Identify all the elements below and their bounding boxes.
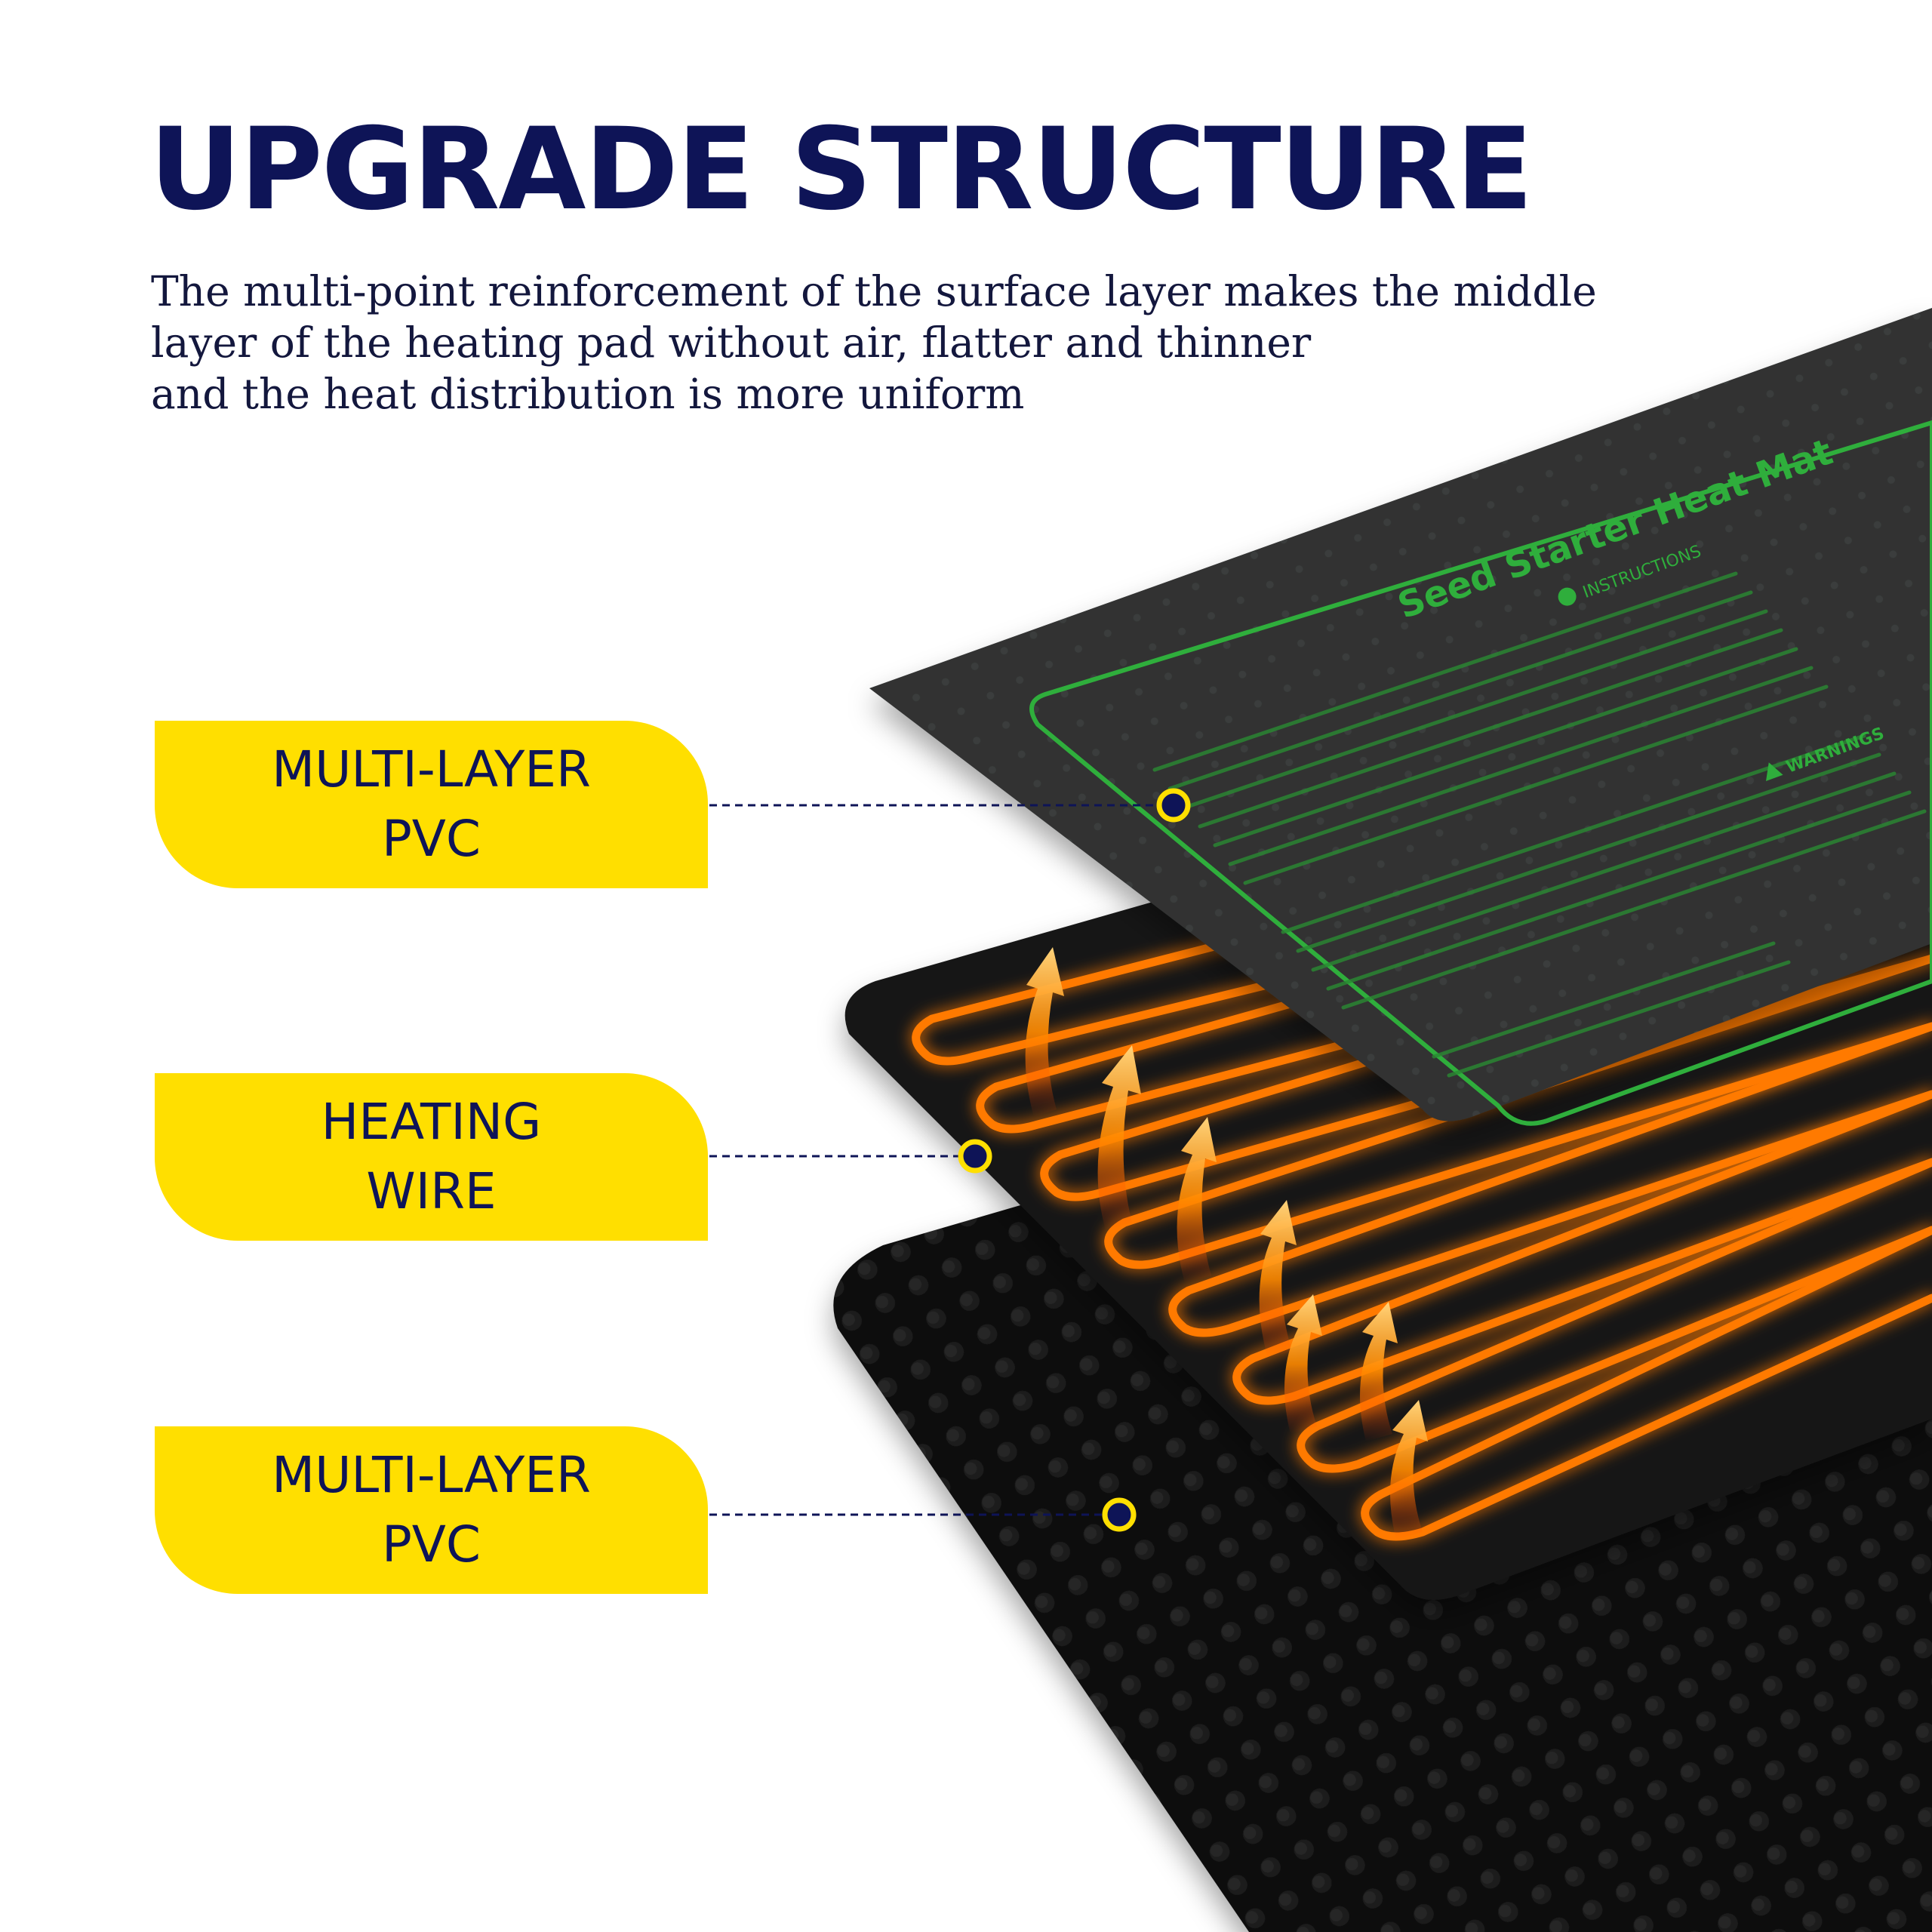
label-line: HEATING: [321, 1093, 542, 1151]
description-line: The multi-point reinforcement of the sur…: [151, 267, 1597, 315]
label-bottom-pvc: MULTI-LAYER PVC: [155, 1426, 708, 1594]
description-line: and the heat distribution is more unifor…: [151, 370, 1025, 418]
description-line: layer of the heating pad without air, fl…: [151, 318, 1312, 367]
label-line: WIRE: [366, 1162, 497, 1220]
label-line: PVC: [381, 810, 481, 868]
book-icon: [1558, 587, 1577, 606]
label-line: PVC: [381, 1515, 481, 1574]
callout-connectors: [709, 788, 1191, 1532]
label-line: MULTI-LAYER: [272, 740, 591, 798]
instruction-text-lines: [1152, 571, 1927, 1078]
label-top-pvc: MULTI-LAYER PVC: [155, 721, 708, 888]
bottom-layer-marker: [1102, 1497, 1137, 1532]
label-line: MULTI-LAYER: [272, 1446, 591, 1504]
top-layer-marker: [1156, 788, 1191, 823]
warning-icon: [1766, 762, 1783, 781]
page-title: UPGRADE STRUCTURE: [149, 104, 1533, 235]
top-pvc-layer: Seed Starter Heat Mat INSTRUCTIONS WARNI…: [869, 308, 1932, 1126]
description: The multi-point reinforcement of the sur…: [151, 266, 1736, 420]
label-heating-wire: HEATING WIRE: [155, 1073, 708, 1241]
wire-layer-marker: [958, 1139, 992, 1174]
